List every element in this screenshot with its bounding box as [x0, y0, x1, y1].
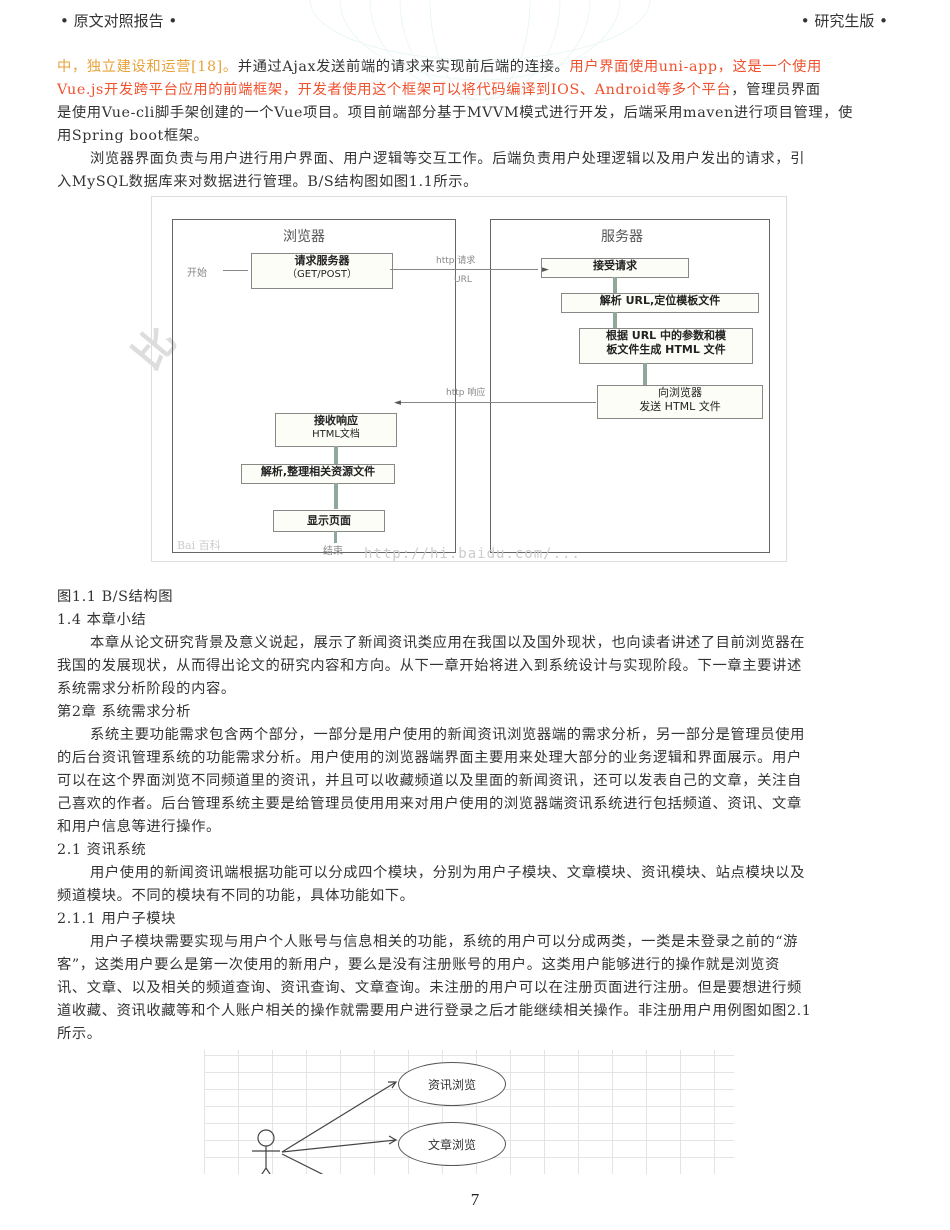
flow-connector: [613, 277, 617, 293]
accept-request-box: 接受请求: [541, 258, 689, 278]
http-response-arrow: [398, 402, 596, 403]
parse-url-box: 解析 URL,定位模板文件: [561, 293, 759, 313]
header-guilloche-decoration: [309, 0, 651, 100]
flow-connector: [334, 483, 338, 509]
section-2-1-1-line5: 所示。: [57, 1026, 102, 1042]
chapter-2-line3: 可以在这个界面浏览不同频道里的资讯，并且可以收藏频道以及里面的新闻资讯，还可以发…: [57, 773, 802, 789]
browser-panel: 浏览器 开始 请求服务器 （GET/POST） 接收响应 HTML文档 解析,整…: [172, 219, 456, 557]
para2-line2: 入MySQL数据库来对数据进行管理。B/S结构图如图1.1所示。: [57, 174, 479, 190]
generate-html-box: 根据 URL 中的参数和模 板文件生成 HTML 文件: [579, 328, 753, 364]
para2-line1: 浏览器界面负责与用户进行用户界面、用户逻辑等交互工作。后端负责用户处理逻辑以及用…: [90, 151, 806, 167]
section-2-1-1-line4: 道收藏、资讯收藏等和个人账户相关的操作就需要用户进行登录之后才能继续相关操作。非…: [57, 1003, 812, 1019]
receive-response-box: 接收响应 HTML文档: [275, 413, 397, 447]
header-edition-label: • 研究生版 •: [800, 12, 888, 30]
chapter-2-line5: 和用户信息等进行操作。: [57, 819, 221, 835]
chapter-2-line4: 己喜欢的作者。后台管理系统主要是给管理员使用用来对用户使用的浏览器端资讯系统进行…: [57, 796, 802, 812]
source-logo-watermark: Bai 百科: [177, 539, 221, 552]
section-2-1-1-heading: 2.1.1 用户子模块: [57, 911, 177, 927]
para1-line3: 是使用Vue-cli脚手架创建的一个Vue项目。项目前端部分基于MVVM模式进行…: [57, 105, 854, 121]
parse-resources-box: 解析,整理相关资源文件: [241, 464, 395, 484]
body-sections: 图1.1 B/S结构图 1.4 本章小结 本章从论文研究背景及意义说起，展示了新…: [57, 586, 883, 1046]
generate-html-line1: 根据 URL 中的参数和模: [605, 329, 727, 342]
highlight-red-text: Vue.js开发跨平台应用的前端框架，开发者使用这个框架可以将代码编译到IOS、…: [57, 82, 732, 98]
receive-response-title: 接收响应: [314, 414, 358, 427]
section-1-4-line3: 系统需求分析阶段的内容。: [57, 681, 236, 697]
section-2-1-heading: 2.1 资讯系统: [57, 842, 147, 858]
generate-html-line2: 板文件生成 HTML 文件: [606, 343, 726, 356]
actor-head-icon: [257, 1129, 275, 1147]
section-2-1-line1: 用户使用的新闻资讯端根据功能可以分成四个模块，分别为用户子模块、文章模块、资讯模…: [90, 865, 806, 881]
flow-connector: [613, 312, 617, 328]
intro-paragraphs: 中，独立建设和运营[18]。并通过Ajax发送前端的请求来实现前后端的连接。用户…: [57, 56, 883, 194]
section-2-1-1-line3: 讯、文章、以及相关的频道查询、资讯查询、文章查询。未注册的用户可以在注册页面进行…: [57, 980, 802, 996]
send-html-line2: 发送 HTML 文件: [639, 400, 721, 413]
para1-line1: 中，独立建设和运营[18]。并通过Ajax发送前端的请求来实现前后端的连接。用户…: [57, 56, 883, 79]
url-label: URL: [454, 275, 472, 285]
http-response-label: http 响应: [446, 388, 486, 398]
header-report-label: • 原文对照报告 •: [60, 12, 178, 30]
flow-connector: [643, 363, 647, 385]
usecase-article-browse: 文章浏览: [398, 1122, 506, 1166]
request-server-box: 请求服务器 （GET/POST）: [251, 253, 393, 289]
bs-structure-figure: 比 浏览器 开始 请求服务器 （GET/POST） 接收响应 HTML文档 解析…: [125, 196, 787, 562]
page-number: 7: [470, 1190, 480, 1209]
source-url-watermark: http://hi.baidu.com/...: [364, 546, 581, 562]
request-server-title: 请求服务器: [294, 254, 350, 267]
para1-line2: Vue.js开发跨平台应用的前端框架，开发者使用这个框架可以将代码编译到IOS、…: [57, 79, 883, 102]
end-label: 结束: [323, 546, 343, 557]
http-request-arrow: [390, 269, 538, 270]
highlight-red-text: 用户界面使用uni-app，这是一个使用: [569, 59, 822, 75]
usecase-news-browse: 资讯浏览: [398, 1062, 506, 1106]
highlight-orange-text: 中，独立建设和运营[18]。: [57, 59, 238, 75]
figure-1-caption: 图1.1 B/S结构图: [57, 589, 174, 605]
flow-connector: [334, 446, 338, 464]
receive-response-doc: HTML文档: [312, 429, 360, 440]
section-2-1-line2: 频道模块。不同的模块有不同的功能，具体功能如下。: [57, 888, 415, 904]
section-2-1-1-line1: 用户子模块需要实现与用户个人账号与信息相关的功能，系统的用户可以分成两类，一类是…: [90, 934, 799, 950]
send-html-line1: 向浏览器: [658, 386, 702, 399]
section-1-4-line2: 我国的发展现状，从而得出论文的研究内容和方向。从下一章开始将进入到系统设计与实现…: [57, 658, 802, 674]
browser-panel-title: 浏览器: [283, 229, 325, 245]
request-server-method: （GET/POST）: [287, 269, 357, 280]
usecase-diagram-figure: 资讯浏览 文章浏览: [204, 1050, 734, 1174]
normal-text: 并通过Ajax发送前端的请求来实现前后端的连接。: [237, 59, 570, 75]
section-1-4-line1: 本章从论文研究背景及意义说起，展示了新闻资讯类应用在我国以及国外现状，也向读者讲…: [90, 635, 806, 651]
start-label: 开始: [187, 268, 207, 279]
para1-line4: 用Spring boot框架。: [57, 128, 209, 144]
server-panel-title: 服务器: [601, 229, 643, 245]
flow-connector: [334, 531, 337, 543]
chapter-2-heading: 第2章 系统需求分析: [57, 704, 192, 720]
display-page-box: 显示页面: [273, 510, 385, 532]
usecase-actor-and-lines: [252, 1081, 398, 1174]
chapter-2-line1: 系统主要功能需求包含两个部分，一部分是用户使用的新闻资讯浏览器端的需求分析，另一…: [90, 727, 806, 743]
section-1-4-heading: 1.4 本章小结: [57, 612, 147, 628]
send-html-box: 向浏览器 发送 HTML 文件: [597, 385, 763, 419]
normal-text: ，管理员界面: [731, 82, 821, 98]
arrow-head-right-icon: ►: [542, 265, 549, 275]
start-connector: [223, 270, 248, 271]
server-panel: 服务器 接受请求 解析 URL,定位模板文件 根据 URL 中的参数和模 板文件…: [490, 219, 770, 553]
chapter-2-line2: 的后台资讯管理系统的功能需求分析。用户使用的浏览器端界面主要用来处理大部分的业务…: [57, 750, 802, 766]
arrow-head-left-icon: ◄: [394, 398, 401, 408]
http-request-label: http 请求: [436, 256, 476, 266]
section-2-1-1-line2: 客”，这类用户要么是第一次使用的新用户，要么是没有注册账号的用户。这类用户能够进…: [57, 957, 780, 973]
